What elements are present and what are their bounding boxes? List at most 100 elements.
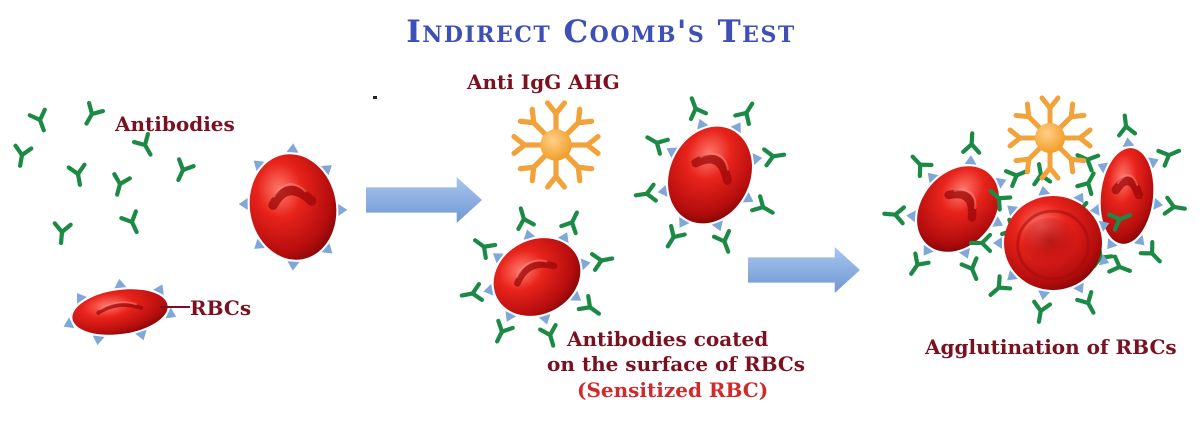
antigen-marker: [570, 290, 582, 301]
bound-antibody-icon: [733, 101, 755, 127]
antigen-marker: [114, 278, 127, 289]
antigen-marker: [287, 261, 300, 271]
bound-antibody-icon: [1107, 212, 1133, 232]
bound-antibody-icon: [538, 323, 558, 348]
antigen-marker: [697, 118, 709, 130]
bound-antibody-icon: [1107, 254, 1132, 274]
antigen-marker: [557, 232, 569, 244]
antigen-marker: [666, 147, 678, 158]
bound-antibody-icon: [1075, 290, 1096, 315]
antigen-marker: [135, 329, 147, 341]
rbc-body: [72, 289, 168, 335]
antigen-marker: [1038, 290, 1051, 301]
antigen-marker: [63, 317, 75, 329]
rbc-flat-icon: [63, 278, 177, 346]
antigen-marker: [1098, 220, 1110, 232]
label-antibodies: Antibodies: [115, 112, 235, 136]
agglutinated-rbc-icon: [882, 131, 1029, 282]
antigen-marker: [958, 247, 971, 259]
antigen-marker: [927, 172, 939, 184]
antigen-marker: [580, 258, 591, 271]
bound-antibody-icon: [1075, 153, 1101, 173]
bound-antibody-icon: [1156, 148, 1182, 168]
antigen-marker: [505, 310, 517, 322]
antigen-marker: [321, 165, 332, 176]
antigen-marker: [1107, 238, 1118, 250]
bound-antibody-icon: [988, 274, 1013, 297]
bound-antibody-icon: [1075, 171, 1096, 197]
rbc-tilted-icon: [238, 143, 348, 271]
rbc-body: [1100, 148, 1154, 244]
free-antibody-icon: [119, 209, 139, 235]
antigen-marker: [153, 284, 164, 296]
antigen-marker: [253, 160, 265, 171]
bound-antibody-icon: [495, 318, 515, 344]
rbc-body: [668, 126, 752, 224]
bound-antibody-icon: [645, 135, 670, 156]
antigen-marker: [523, 229, 536, 240]
bound-antibody-icon: [968, 232, 993, 254]
anti-igg-ahg-icon: [511, 100, 601, 190]
bound-antibody-icon: [589, 252, 615, 272]
antigen-marker: [321, 243, 333, 254]
antigen-marker: [906, 210, 916, 223]
bound-antibody-icon: [711, 228, 732, 254]
antigen-marker: [76, 292, 87, 304]
antigen-marker: [538, 314, 551, 325]
bound-antibody-icon: [688, 96, 709, 122]
sensitized-rbc-icon: [459, 206, 615, 348]
bound-antibody-icon: [576, 293, 602, 316]
antigen-marker: [711, 220, 723, 232]
process-arrow-icon: [366, 177, 482, 223]
antigen-marker: [993, 236, 1003, 249]
free-antibody-icon: [131, 131, 153, 157]
label-rbcs: RBCs: [190, 296, 252, 320]
antigen-marker: [730, 122, 741, 134]
antigen-marker: [742, 192, 754, 203]
antigen-marker: [1148, 157, 1159, 169]
bound-antibody-icon: [1138, 239, 1162, 264]
antigen-marker: [1007, 205, 1018, 216]
rbc-body: [917, 166, 999, 252]
antigen-marker: [1038, 185, 1051, 196]
bound-antibody-icon: [665, 223, 687, 249]
antigen-marker: [483, 283, 494, 296]
antigen-marker: [657, 184, 668, 197]
label-antibodies-coated: Antibodies coated: [567, 327, 769, 351]
label-on-surface-of-rbcs: on the surface of RBCs: [547, 352, 806, 376]
antigen-marker: [1090, 203, 1100, 216]
antigen-marker: [1073, 192, 1084, 204]
antigen-marker: [1007, 269, 1018, 281]
bound-antibody-icon: [633, 182, 658, 203]
antigen-marker: [995, 177, 1007, 189]
bound-antibody-icon: [750, 194, 775, 215]
rbc-body: [493, 238, 581, 316]
free-antibody-icon: [13, 143, 34, 168]
free-antibody-icon: [112, 172, 132, 197]
label-agglutination: Agglutination of RBCs: [925, 335, 1177, 359]
bound-antibody-icon: [909, 251, 931, 276]
antigen-marker: [1097, 162, 1109, 174]
bound-antibody-icon: [961, 131, 982, 155]
antigen-marker: [286, 143, 299, 153]
rbc-body: [249, 154, 337, 260]
antigen-marker: [1133, 234, 1145, 246]
label-sensitized-rbc: (Sensitized RBC): [577, 378, 769, 402]
bound-antibody-icon: [459, 282, 485, 302]
bound-antibody-icon: [882, 205, 907, 226]
antigen-marker: [165, 307, 177, 319]
rbc-body: [1004, 196, 1102, 290]
bound-antibody-icon: [472, 238, 498, 261]
bound-antibody-icon: [1162, 195, 1187, 216]
antigen-marker: [1098, 254, 1110, 266]
antigen-marker: [92, 335, 105, 346]
antigen-marker: [338, 204, 348, 217]
antigen-marker: [1073, 282, 1084, 294]
antigen-marker: [238, 197, 248, 210]
antigen-marker: [1153, 197, 1164, 210]
antigen-marker: [254, 238, 265, 249]
bound-antibody-icon: [1032, 299, 1053, 324]
stray-dot: [373, 96, 377, 99]
